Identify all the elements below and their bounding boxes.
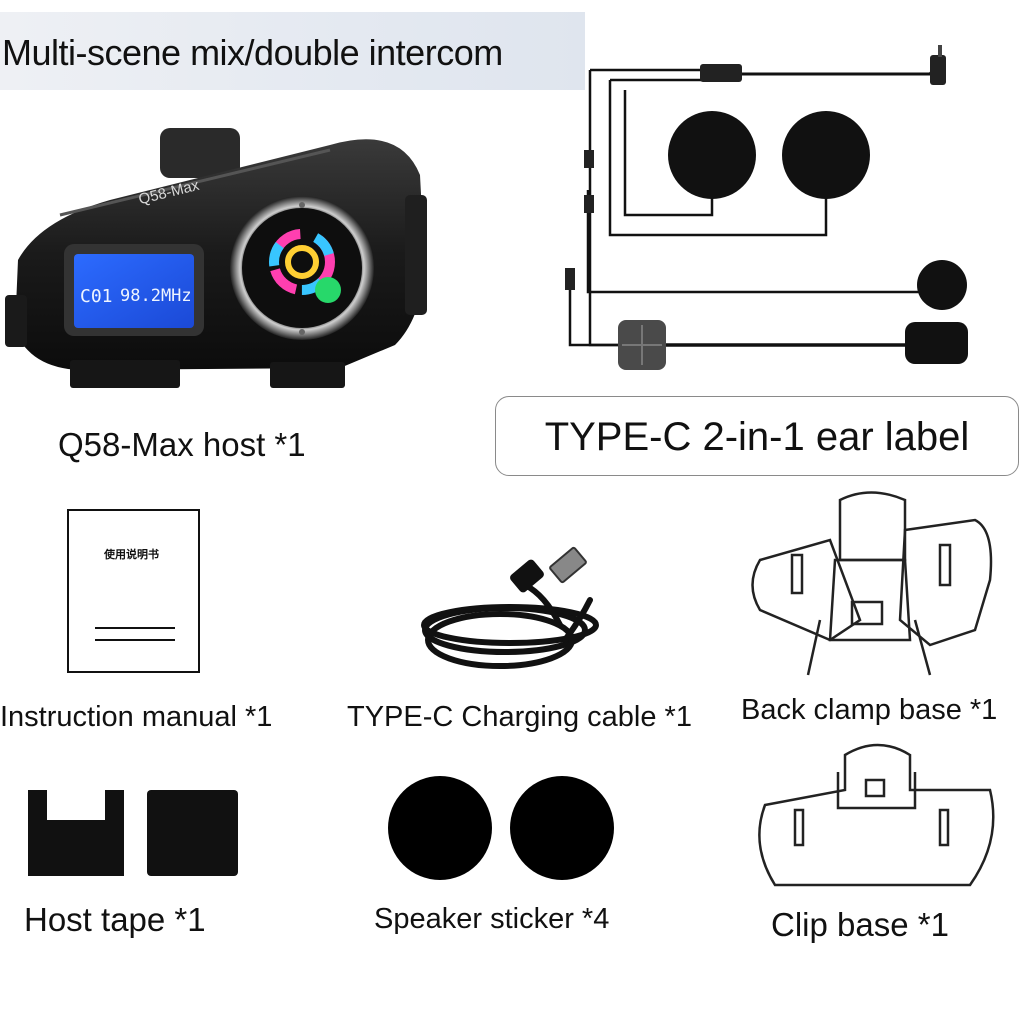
lcd-channel: C01 <box>80 286 113 307</box>
host-tape-label: Host tape *1 <box>24 901 206 938</box>
header-banner <box>0 12 585 90</box>
host-device <box>5 128 427 388</box>
host-tape-illustration <box>28 790 238 876</box>
earset-illustration <box>568 61 942 347</box>
earset-label: TYPE-C 2-in-1 ear label <box>544 415 970 459</box>
cable-label: TYPE-C Charging cable *1 <box>347 701 692 733</box>
clip-base-label: Clip base *1 <box>771 906 949 943</box>
lcd-frequency: 98.2MHz <box>120 286 192 306</box>
manual-illustration <box>67 509 200 673</box>
manual-cover-text: 使用说明书 <box>104 549 159 561</box>
earset-parts <box>565 45 968 370</box>
header-title: Multi-scene mix/double intercom <box>2 32 503 73</box>
cable-illustration <box>421 582 599 669</box>
speaker-sticker-illustration <box>388 776 614 880</box>
speaker-sticker-label: Speaker sticker *4 <box>374 903 610 935</box>
manual-label: Instruction manual *1 <box>0 701 273 733</box>
host-label: Q58-Max host *1 <box>58 426 306 463</box>
earset-label-box: TYPE-C 2-in-1 ear label <box>495 396 1019 476</box>
clip-base-illustration <box>758 743 995 887</box>
cable-connectors <box>510 546 587 593</box>
back-clamp-illustration <box>751 491 993 676</box>
back-clamp-label: Back clamp base *1 <box>741 694 998 726</box>
